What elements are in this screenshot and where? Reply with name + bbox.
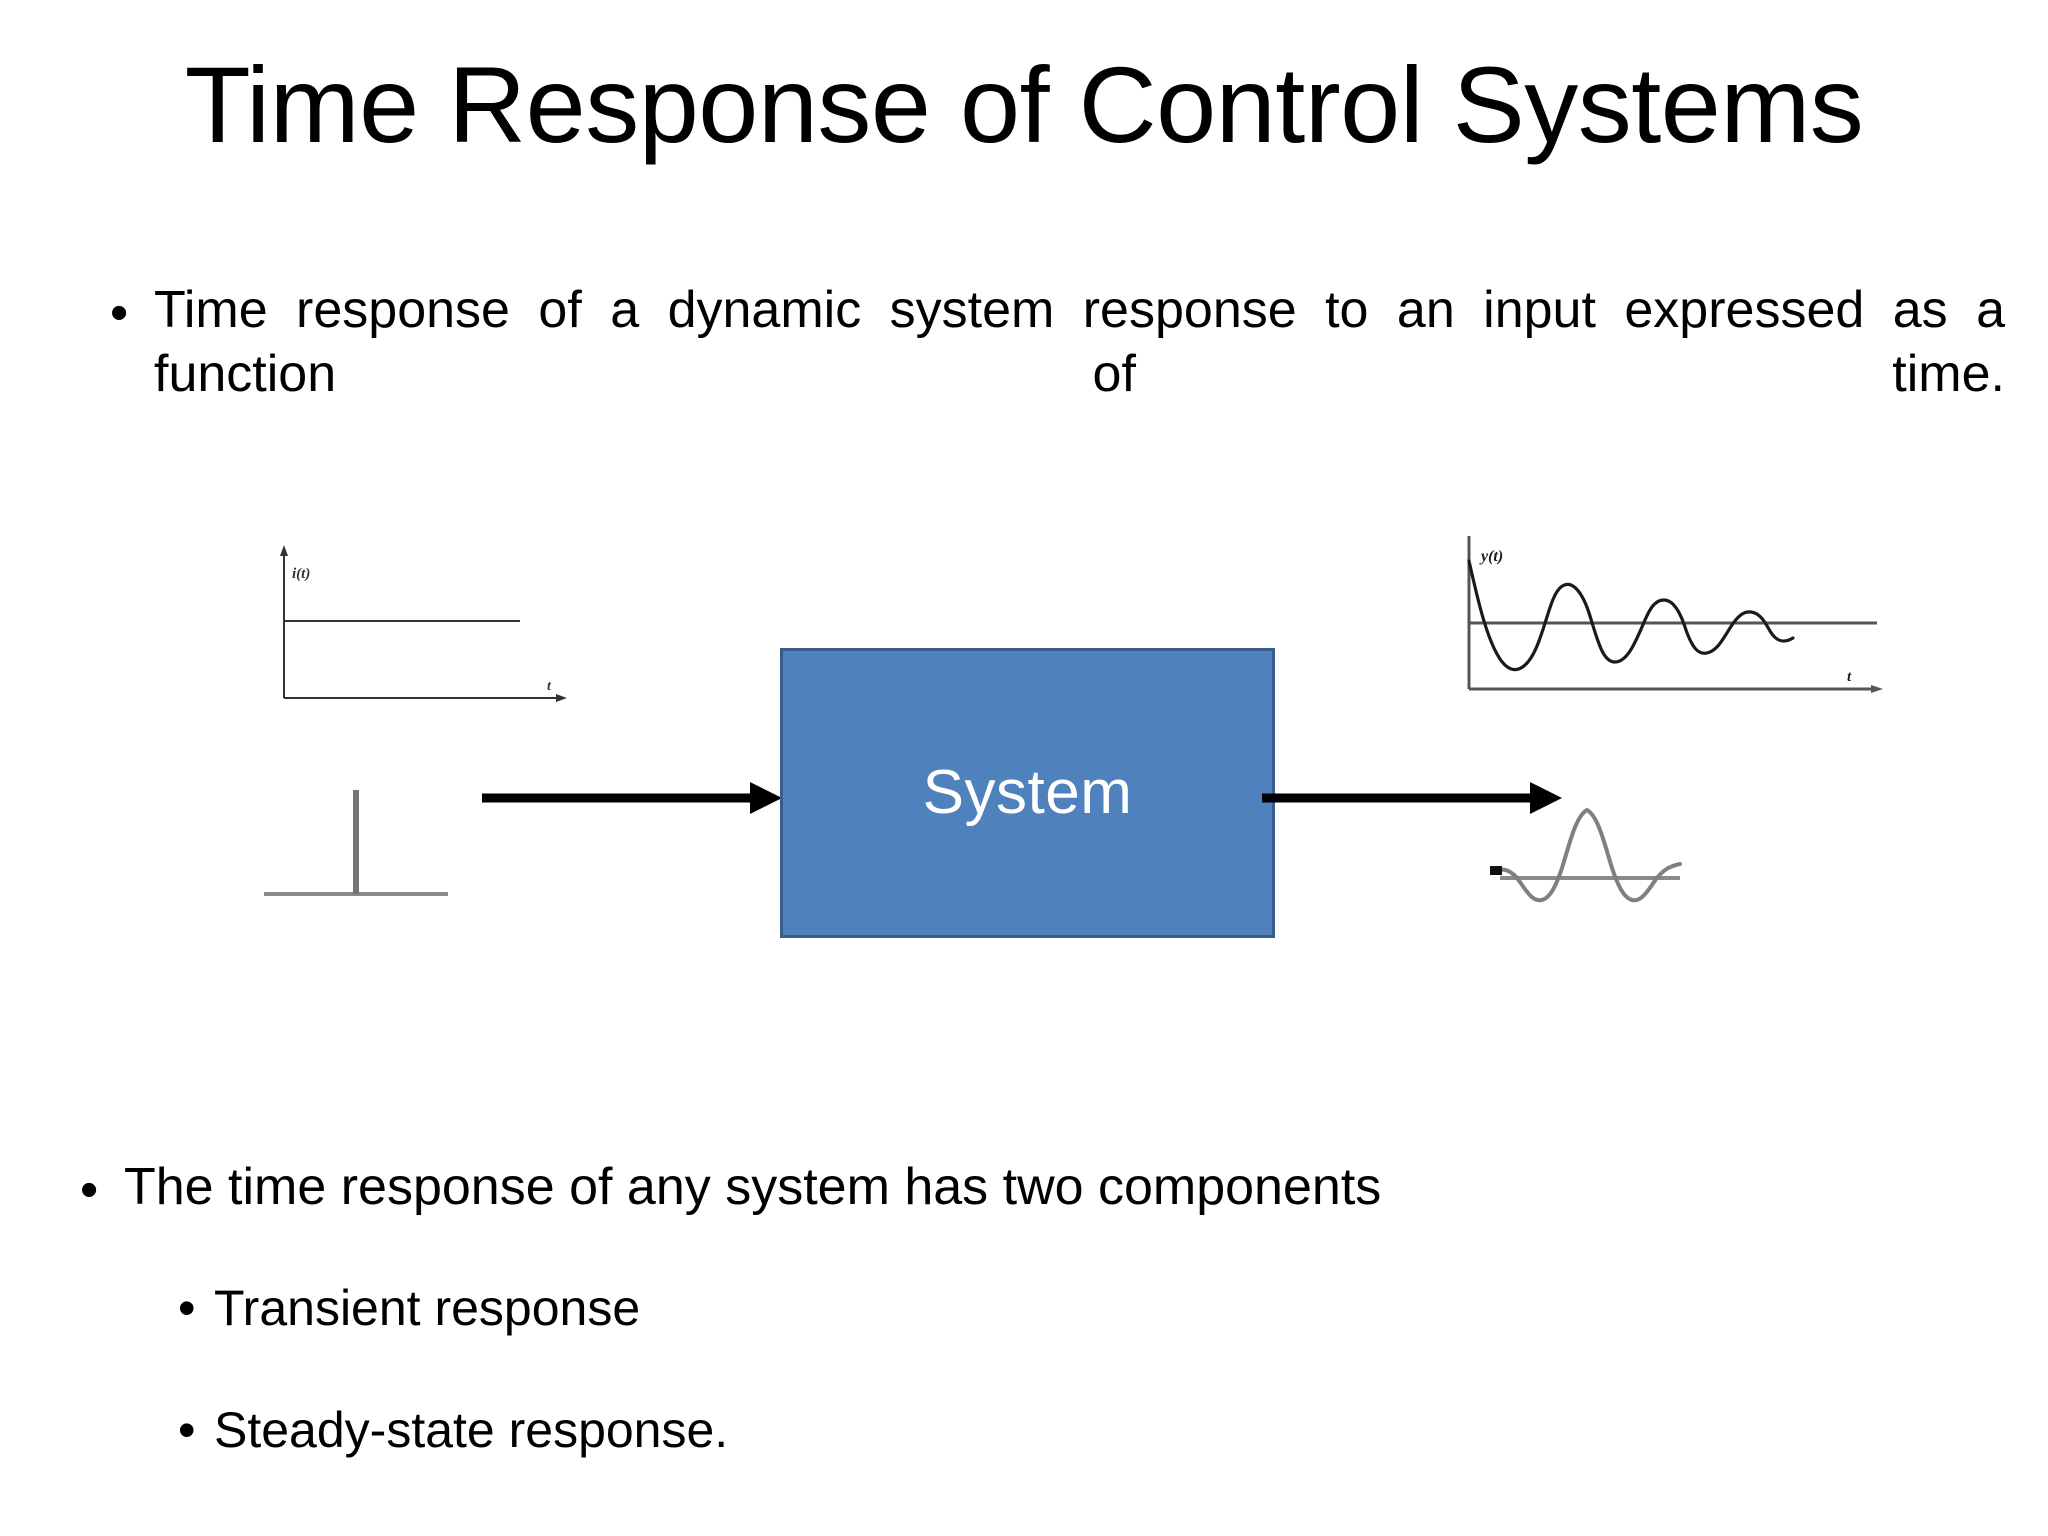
sub-bullet-steady-state: • Steady-state response. — [178, 1400, 728, 1460]
bullet-dot-icon: • — [80, 1161, 99, 1220]
bullet-dot-icon: • — [178, 1280, 196, 1336]
bullet-intro-text: Time response of a dynamic system respon… — [154, 281, 2005, 404]
damped-graph-xlabel: t — [1847, 669, 1852, 685]
damped-graph-ylabel: y(t) — [1479, 548, 1503, 565]
step-graph-ylabel: i(t) — [292, 566, 310, 582]
step-graph-xlabel: t — [547, 679, 552, 694]
bullet-components: • The time response of any system has tw… — [80, 1155, 1780, 1219]
impulse-input-graph — [264, 790, 448, 896]
damped-oscillation-output-graph: y(t) t — [1467, 536, 1883, 693]
impulse-response-output-graph — [1490, 807, 1682, 903]
page-title: Time Response of Control Systems — [184, 44, 1864, 165]
system-block[interactable]: System — [780, 648, 1275, 938]
sub-bullet-transient-text: Transient response — [214, 1280, 641, 1336]
system-block-diagram: i(t) t System — [0, 500, 2048, 1000]
bullet-components-text: The time response of any system has two … — [124, 1158, 1382, 1216]
sub-bullet-transient: • Transient response — [178, 1278, 640, 1338]
sub-bullet-steady-state-text: Steady-state response. — [214, 1402, 729, 1458]
bullet-dot-icon: • — [178, 1402, 196, 1458]
bullet-dot-icon: • — [110, 284, 129, 343]
output-arrow — [1262, 782, 1562, 814]
step-input-graph: i(t) t — [280, 545, 567, 702]
system-block-label: System — [922, 758, 1133, 827]
input-arrow — [482, 782, 782, 814]
bullet-intro: • Time response of a dynamic system resp… — [110, 278, 2005, 471]
